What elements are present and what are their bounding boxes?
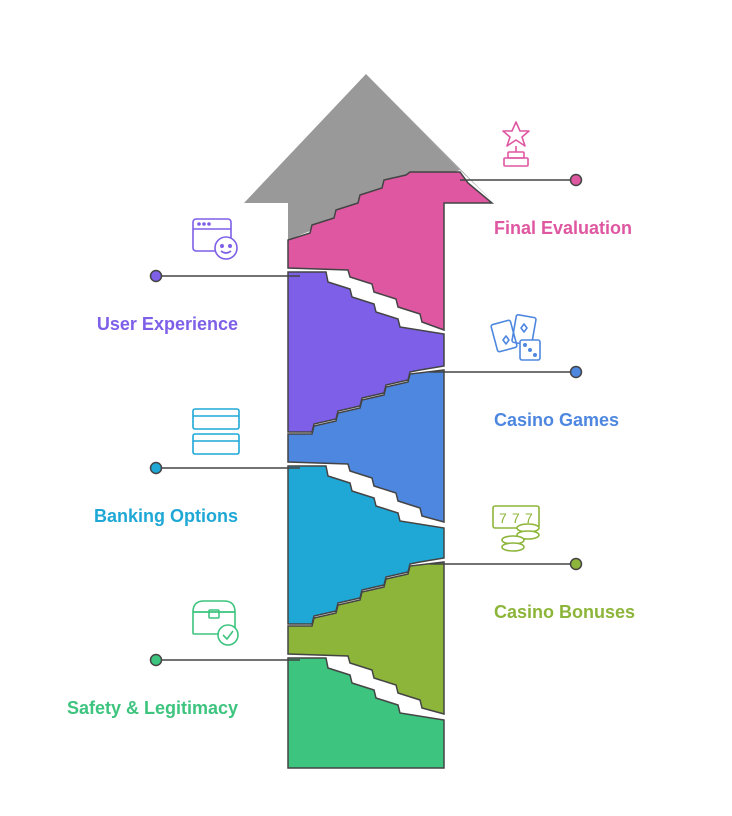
connectors [156,179,576,661]
label-safety-legitimacy: Safety & Legitimacy [66,698,238,718]
slot-machine-coins-icon: 7 7 7 [492,505,540,552]
segment-safety-legitimacy [287,657,445,769]
treasure-chest-check-icon [192,600,239,646]
credit-cards-icon [192,408,240,455]
arrow-head-right [366,74,494,203]
svg-text:7: 7 [499,510,507,526]
arrow-head [244,74,460,240]
label-casino-bonuses: Casino Bonuses [494,602,636,622]
dot-casino-games [569,365,583,379]
label-user-experience: User Experience [96,314,238,334]
svg-text:7: 7 [525,510,533,526]
label-banking-options: Banking Options [94,506,238,526]
dot-safety-legitimacy [149,653,163,667]
segment-final-evaluation [287,171,495,332]
dot-banking-options [149,461,163,475]
svg-text:7: 7 [512,510,520,526]
connector-dots [149,173,583,667]
trophy-star-icon [502,121,530,167]
browser-window-user-icon [192,218,238,260]
dot-final-evaluation [569,173,583,187]
dot-user-experience [149,269,163,283]
label-casino-games: Casino Games [494,410,620,430]
dot-casino-bonuses [569,557,583,571]
playing-cards-dice-icon [490,313,541,361]
segment-casino-bonuses [287,561,445,715]
segment-casino-games [287,369,445,523]
label-final-evaluation: Final Evaluation [494,218,633,238]
